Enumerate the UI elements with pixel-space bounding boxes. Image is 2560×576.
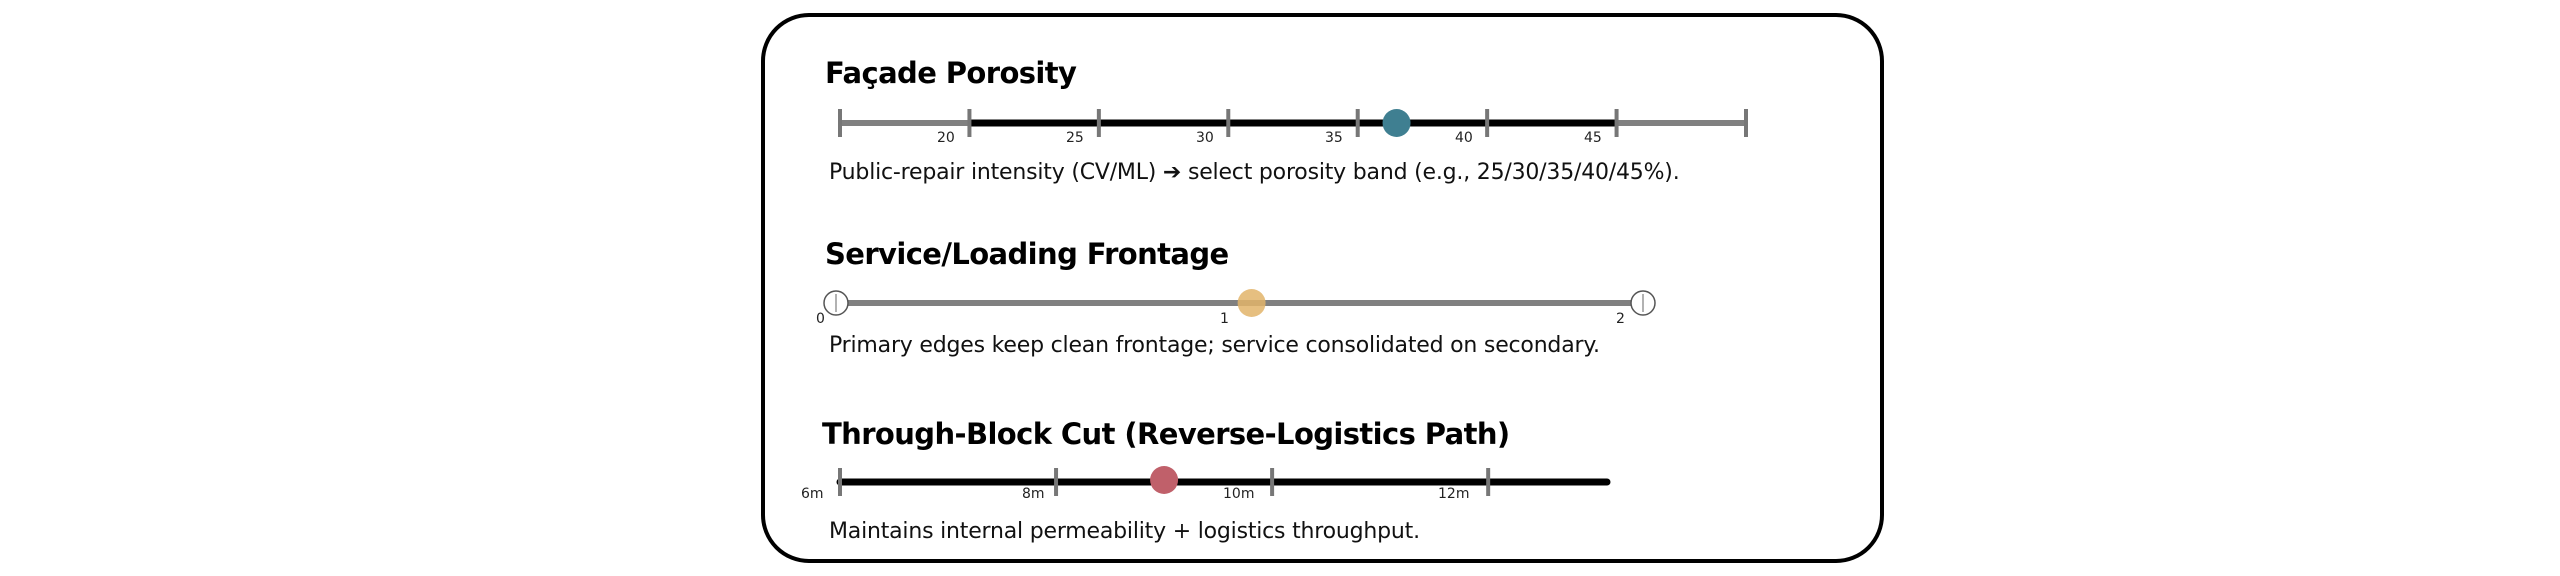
service-frontage-slider[interactable] (820, 285, 1680, 325)
service-tick-label: 2 (1616, 311, 1625, 327)
facade-slider-thumb[interactable] (1382, 109, 1411, 137)
service-slider-thumb[interactable] (1237, 289, 1266, 317)
service-stop-2[interactable] (1630, 290, 1656, 316)
service-tick-label: 0 (816, 311, 825, 327)
service-tick-label: 1 (1220, 311, 1229, 327)
settings-panel (761, 13, 1884, 563)
through-block-cut-description: Maintains internal permeability + logist… (829, 519, 1420, 544)
facade-tick-label: 45 (1584, 130, 1602, 146)
cut-tick-label: 8m (1022, 486, 1045, 502)
cut-tick-label: 12m (1438, 486, 1470, 502)
facade-porosity-slider[interactable] (830, 105, 1760, 155)
service-frontage-title: Service/Loading Frontage (825, 237, 1229, 271)
cut-tick-label: 6m (801, 486, 824, 502)
service-frontage-description: Primary edges keep clean frontage; servi… (829, 333, 1600, 358)
through-block-cut-title: Through-Block Cut (Reverse-Logistics Pat… (822, 417, 1510, 451)
facade-porosity-description: Public-repair intensity (CV/ML) ➔ select… (829, 160, 1680, 185)
facade-tick-label: 35 (1325, 130, 1343, 146)
cut-slider-thumb[interactable] (1150, 466, 1179, 494)
facade-porosity-title: Façade Porosity (825, 56, 1077, 90)
through-block-cut-slider[interactable] (830, 465, 1630, 505)
facade-tick-label: 40 (1455, 130, 1473, 146)
cut-tick-label: 10m (1223, 486, 1255, 502)
facade-tick-label: 25 (1066, 130, 1084, 146)
facade-tick-label: 20 (937, 130, 955, 146)
facade-tick-label: 30 (1196, 130, 1214, 146)
service-stop-0[interactable] (823, 290, 849, 316)
